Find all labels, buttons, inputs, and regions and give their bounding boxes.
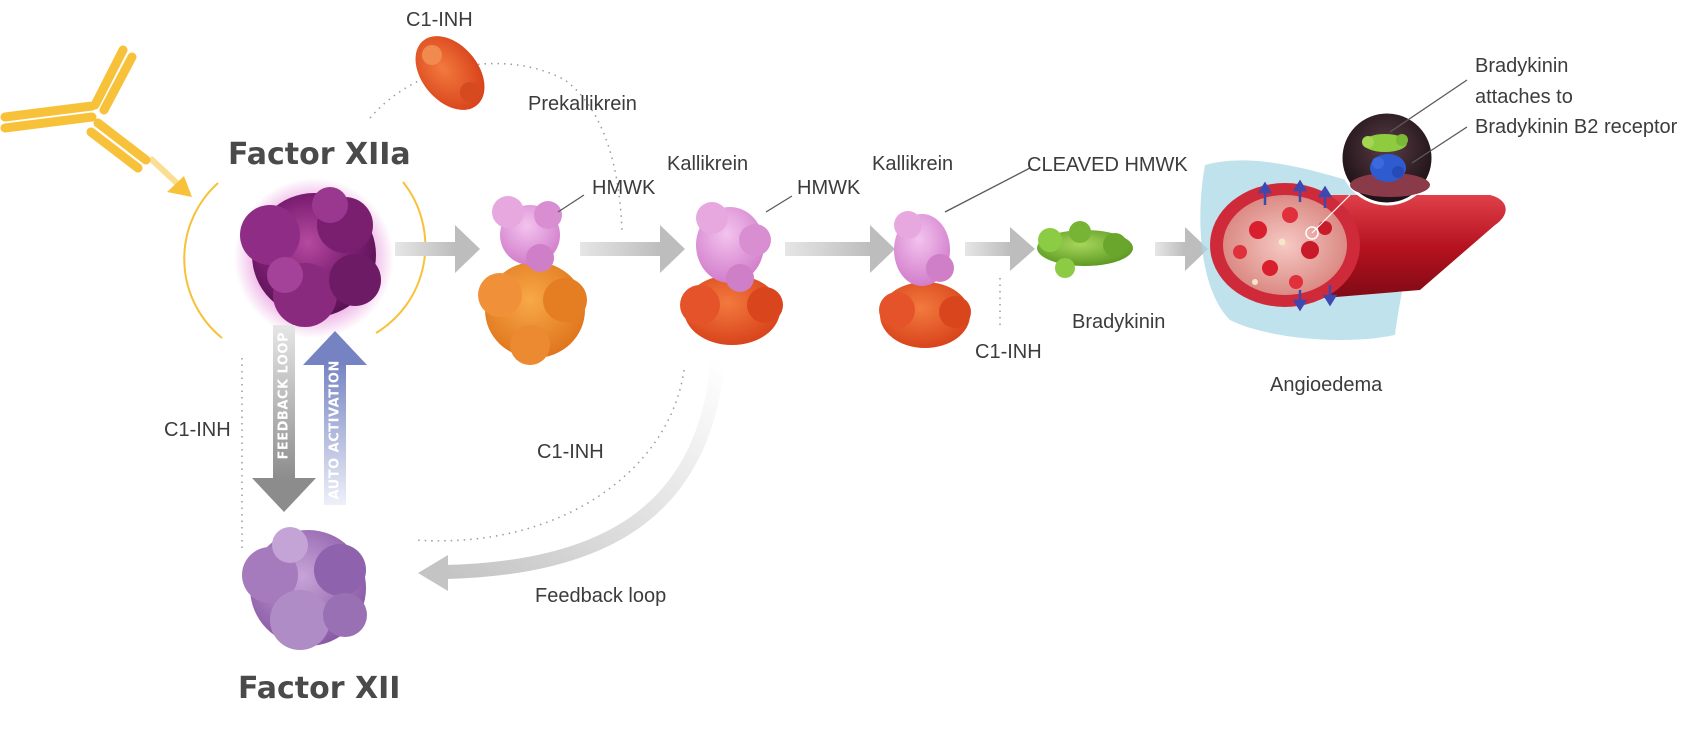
auto-activation-arrow-label: AUTO ACTIVATION	[327, 360, 343, 500]
process-arrow-4	[965, 227, 1035, 271]
bradykinin-label: Bradykinin	[1072, 311, 1166, 333]
callout-lines	[1389, 79, 1468, 164]
factor-xiia-label: Factor XIIa	[228, 137, 411, 172]
callout-line-3: Bradykinin B2 receptor	[1475, 116, 1678, 138]
c1inh-label-middle: C1-INH	[537, 441, 604, 463]
process-arrow-3	[785, 225, 895, 273]
factor-xiia-highlight-arcs	[183, 181, 427, 339]
label-pointers	[557, 167, 1031, 213]
process-arrow-1	[395, 225, 480, 273]
receptor-inset	[1311, 110, 1435, 234]
factor-xii-molecule	[242, 527, 367, 650]
c1inh-label-top: C1-INH	[406, 9, 473, 31]
prekallikrein-label: Prekallikrein	[528, 93, 637, 115]
c1inh-label-left: C1-INH	[164, 419, 231, 441]
factor-xiia-molecule	[234, 178, 394, 338]
cleaved-hmwk-label: CLEAVED HMWK	[1027, 154, 1188, 176]
angioedema-vessel	[1200, 160, 1506, 340]
auto-activation-up-arrow	[303, 331, 367, 505]
bradykinin-molecule	[1037, 221, 1133, 278]
callout-line-1: Bradykinin	[1475, 55, 1569, 77]
kallikrein-label-2: Kallikrein	[872, 153, 954, 175]
callout-line-2: attaches to	[1475, 86, 1573, 108]
antibody-arrow	[147, 155, 192, 197]
process-arrow-5	[1155, 227, 1208, 271]
kallikrein-hmwk-complex-1	[680, 202, 783, 345]
kallikrein-hmwk-complex-2	[879, 211, 971, 348]
process-arrow-2	[580, 225, 685, 273]
antibody-icon	[0, 45, 151, 173]
c1inh-molecule	[415, 36, 485, 110]
c1inh-label-right: C1-INH	[975, 341, 1042, 363]
feedback-loop-arrow-label: FEEDBACK LOOP	[276, 332, 292, 460]
feedback-loop-label: Feedback loop	[535, 585, 667, 607]
feedback-loop-down-arrow	[252, 325, 316, 512]
factor-xii-label: Factor XII	[238, 671, 401, 706]
hmwk-label-2: HMWK	[797, 177, 861, 199]
kallikrein-label-1: Kallikrein	[667, 153, 749, 175]
prekallikrein-hmwk-complex	[478, 196, 587, 365]
angioedema-label: Angioedema	[1270, 374, 1383, 396]
hmwk-label-1: HMWK	[592, 177, 656, 199]
feedback-loop-curve-arrow	[418, 359, 725, 591]
process-arrows	[395, 225, 1208, 273]
